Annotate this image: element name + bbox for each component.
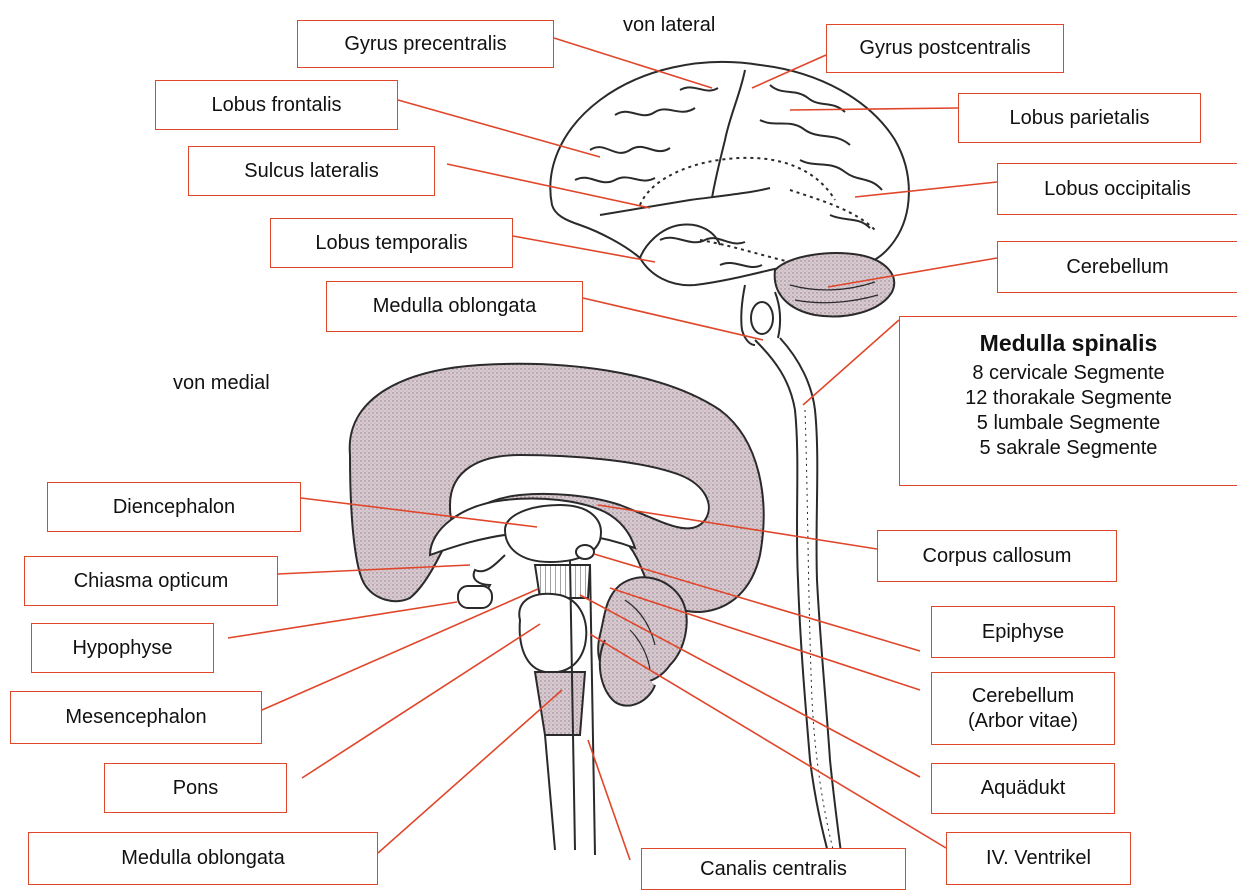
heading-von-medial: von medial: [173, 372, 270, 395]
cerebellum-arbor-line1: Cerebellum: [972, 684, 1074, 708]
label-sulcus-lateralis: Sulcus lateralis: [188, 146, 435, 196]
lateral-sulcus: [600, 188, 770, 215]
label-medulla-spinalis: Medulla spinalis 8 cervicale Segmente 12…: [899, 316, 1237, 486]
label-cerebellum-arbor-vitae: Cerebellum (Arbor vitae): [931, 672, 1115, 745]
leader-medulla-oblongata-medial: [378, 690, 562, 853]
leader-hypophyse: [228, 602, 457, 638]
label-iv-ventrikel: IV. Ventrikel: [946, 832, 1131, 885]
label-pons: Pons: [104, 763, 287, 813]
segment-thoracic: 12 thorakale Segmente: [965, 386, 1172, 411]
label-lobus-temporalis: Lobus temporalis: [270, 218, 513, 268]
label-gyrus-postcentralis: Gyrus postcentralis: [826, 24, 1064, 73]
label-corpus-callosum: Corpus callosum: [877, 530, 1117, 582]
label-chiasma-opticum: Chiasma opticum: [24, 556, 278, 606]
spinal-cord: [755, 338, 842, 860]
label-cerebellum-lateral: Cerebellum: [997, 241, 1237, 293]
leader-medulla-oblongata-lateral: [583, 298, 763, 340]
medulla-medial-shape: [535, 672, 585, 735]
cerebellum-arbor-line2: (Arbor vitae): [968, 709, 1078, 733]
label-lobus-frontalis: Lobus frontalis: [155, 80, 398, 130]
label-diencephalon: Diencephalon: [47, 482, 301, 532]
leader-gyrus-postcentralis: [752, 55, 826, 88]
label-lobus-occipitalis: Lobus occipitalis: [997, 163, 1237, 215]
segment-cervical: 8 cervicale Segmente: [972, 361, 1164, 386]
label-hypophyse: Hypophyse: [31, 623, 214, 673]
leader-lobus-temporalis: [513, 236, 655, 262]
label-medulla-oblongata-lateral: Medulla oblongata: [326, 281, 583, 332]
heading-von-lateral: von lateral: [623, 14, 715, 37]
label-mesencephalon: Mesencephalon: [10, 691, 262, 744]
pons-shape: [519, 594, 586, 673]
segment-sacral: 5 sakrale Segmente: [980, 436, 1158, 461]
label-epiphyse: Epiphyse: [931, 606, 1115, 658]
medulla-spinalis-title: Medulla spinalis: [980, 329, 1158, 358]
label-gyrus-precentralis: Gyrus precentralis: [297, 20, 554, 68]
leader-medulla-spinalis: [803, 320, 899, 405]
leader-mesencephalon: [262, 589, 538, 710]
label-canalis-centralis: Canalis centralis: [641, 848, 906, 890]
leader-pons: [302, 624, 540, 778]
leader-lobus-parietalis: [790, 108, 958, 110]
label-aquaedukt: Aquädukt: [931, 763, 1115, 814]
label-lobus-parietalis: Lobus parietalis: [958, 93, 1201, 143]
segment-lumbar: 5 lumbale Segmente: [977, 411, 1160, 436]
cerebrum-outline: [550, 62, 909, 285]
leader-iv-ventrikel: [590, 634, 946, 848]
hypophyse-shape: [458, 586, 492, 608]
leader-sulcus-lateralis: [447, 164, 650, 208]
lateral-cerebellum: [775, 253, 894, 316]
label-medulla-oblongata-medial: Medulla oblongata: [28, 832, 378, 885]
